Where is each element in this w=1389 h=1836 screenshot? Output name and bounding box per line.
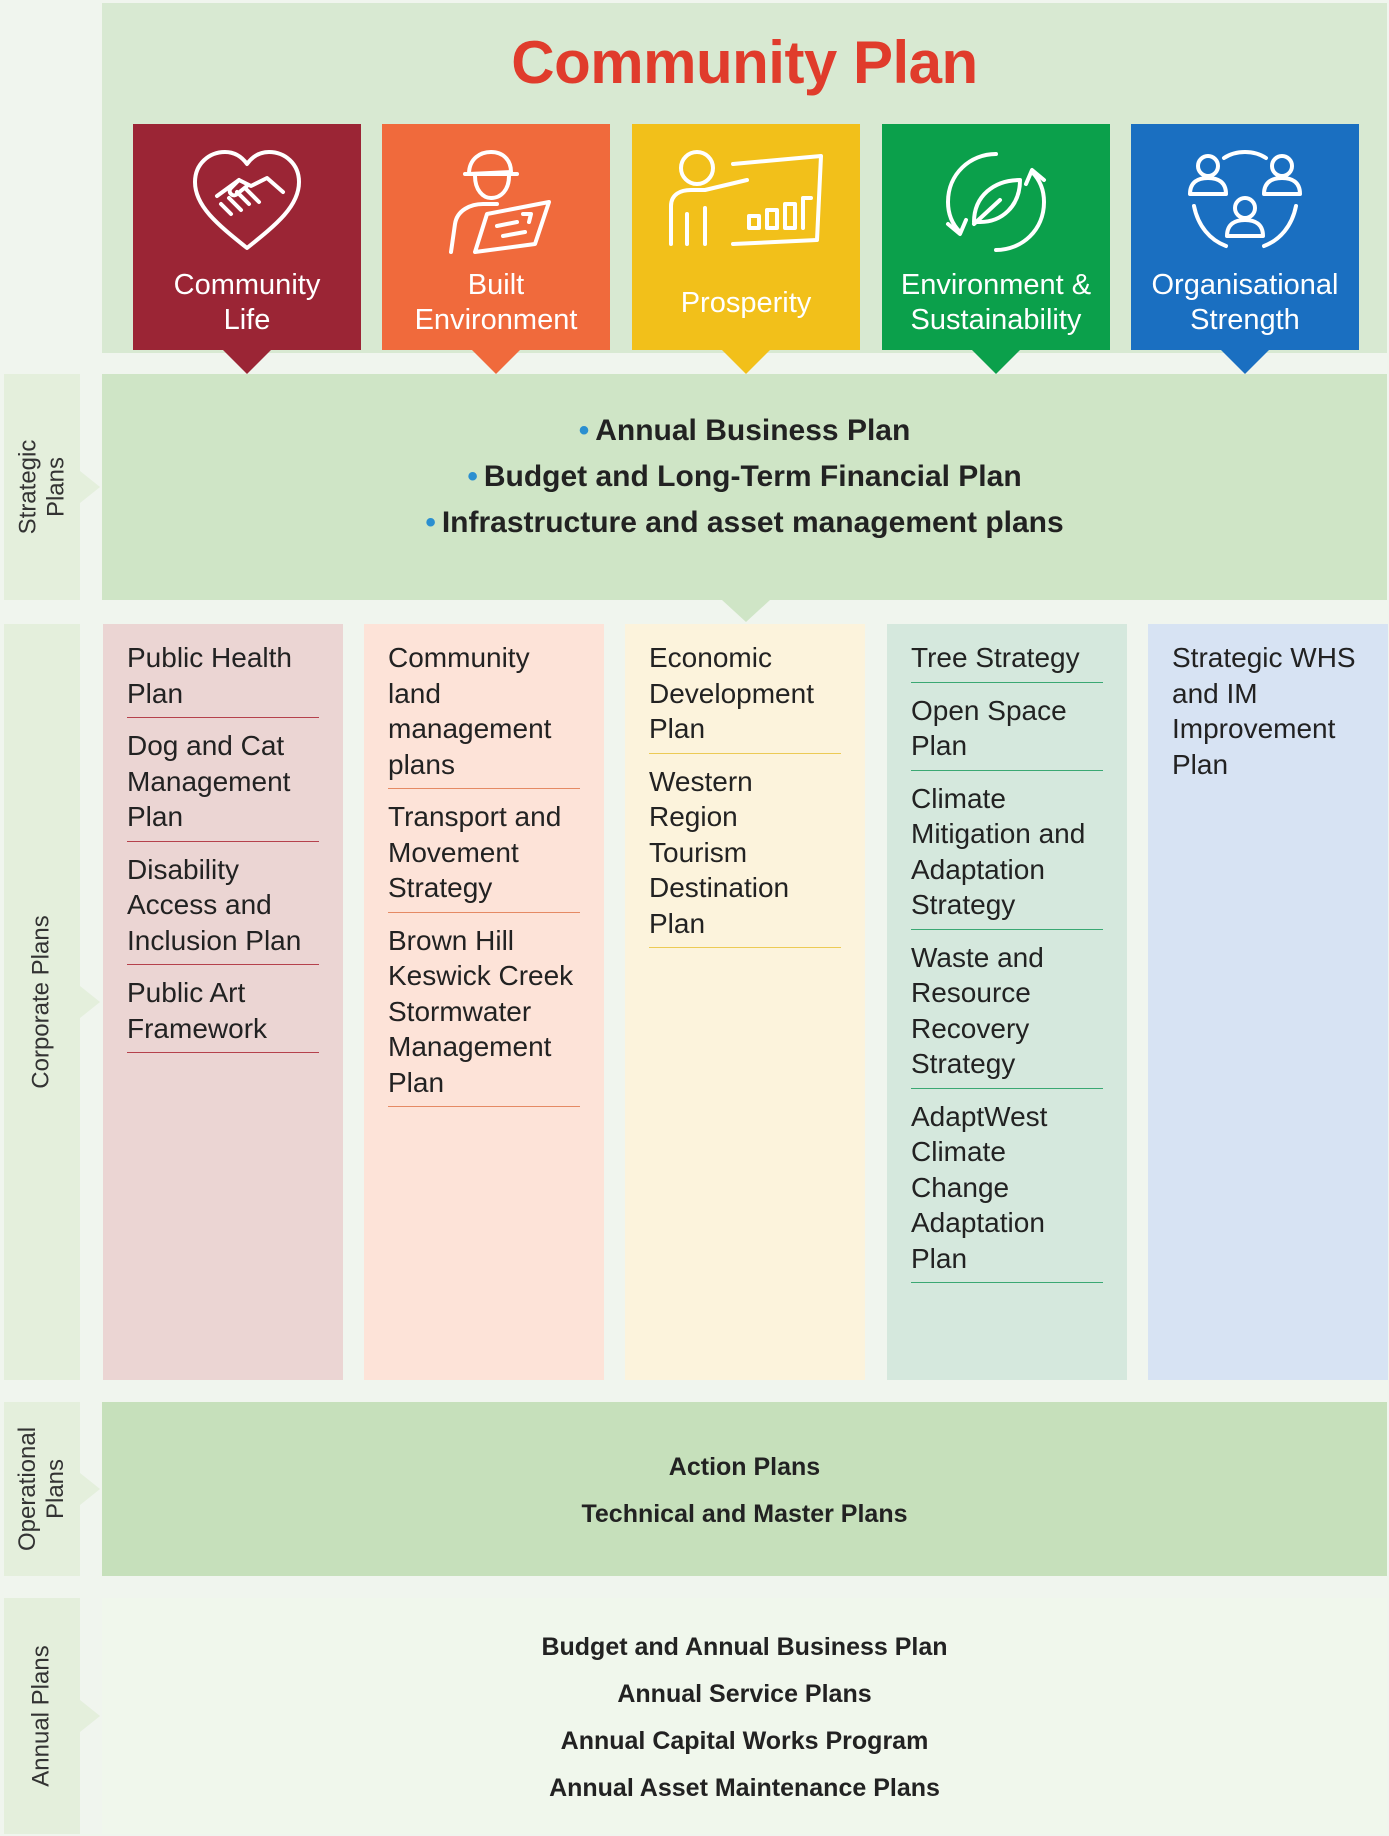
strategic-plans-pointer — [722, 600, 770, 622]
page-title: Community Plan — [511, 29, 978, 96]
pillar-organisational-strength: Organisational Strength — [1131, 124, 1359, 374]
annual-item: Annual Capital Works Program — [560, 1727, 929, 1755]
corporate-plan-item: Dog and Cat Management Plan — [127, 728, 319, 842]
pillar-pointer — [1221, 350, 1269, 374]
rail-arrow — [80, 1700, 100, 1732]
pillar-label: Environment & Sustainability — [900, 269, 1092, 336]
strategic-item-text: Infrastructure and asset management plan… — [441, 506, 1064, 539]
pillar-environment-sustainability: Environment & Sustainability — [882, 124, 1110, 374]
strategic-item: •Infrastructure and asset management pla… — [102, 500, 1387, 546]
strategic-item: •Budget and Long-Term Financial Plan — [102, 454, 1387, 500]
corporate-plan-item: Economic Development Plan — [649, 640, 841, 754]
annual-item: Annual Asset Maintenance Plans — [549, 1774, 940, 1802]
corporate-column-built-environment: Community land management plans Transpor… — [364, 624, 604, 1380]
pillar-built-environment: Built Environment — [382, 124, 610, 374]
pillar-label: Built Environment — [414, 269, 578, 336]
operational-item: Technical and Master Plans — [581, 1500, 908, 1528]
rail-label-corporate: Corporate Plans — [28, 915, 55, 1089]
pillar-label: Organisational Strength — [1151, 269, 1339, 336]
rail-label-operational: Operational Plans — [14, 1426, 70, 1552]
corporate-plan-item: Open Space Plan — [911, 693, 1103, 771]
pillar-label: Prosperity — [680, 286, 812, 319]
rail-annual: Annual Plans — [4, 1598, 100, 1834]
pillar-pointer — [972, 350, 1020, 374]
corporate-plan-item: Tree Strategy — [911, 640, 1103, 683]
pillar-pointer — [472, 350, 520, 374]
bullet-dot: • — [467, 460, 478, 493]
corporate-column-community-life: Public Health Plan Dog and Cat Managemen… — [103, 624, 343, 1380]
pillar-community-life: Community Life — [133, 124, 361, 374]
strategic-item: •Annual Business Plan — [102, 408, 1387, 454]
pillar-pointer — [722, 350, 770, 374]
annual-item: Annual Service Plans — [617, 1680, 872, 1708]
annual-plans-panel — [102, 1598, 1387, 1834]
bullet-dot: • — [425, 506, 436, 539]
corporate-plan-item: Community land management plans — [388, 640, 580, 789]
rail-label-strategic: Strategic Plans — [14, 439, 69, 535]
corporate-column-prosperity: Economic Development Plan Western Region… — [625, 624, 865, 1380]
pillar-label: Community Life — [173, 269, 321, 336]
strategic-item-text: Annual Business Plan — [595, 414, 911, 447]
annual-item: Budget and Annual Business Plan — [541, 1633, 948, 1661]
corporate-plan-item: Public Health Plan — [127, 640, 319, 718]
operational-plans-list: Action Plans Technical and Master Plans — [102, 1444, 1387, 1538]
worker-plans-icon — [382, 144, 610, 260]
presenter-chart-icon — [632, 144, 860, 260]
pillar-prosperity: Prosperity — [632, 124, 860, 374]
rail-corporate: Corporate Plans — [4, 624, 100, 1380]
corporate-plan-item: Disability Access and Inclusion Plan — [127, 852, 319, 965]
corporate-plan-item: AdaptWest Climate Change Adaptation Plan — [911, 1099, 1103, 1283]
rail-arrow — [80, 1473, 100, 1505]
operational-plans-panel — [102, 1402, 1387, 1576]
rail-arrow — [80, 471, 100, 503]
corporate-plan-item: Western Region Tourism Destination Plan — [649, 764, 841, 948]
pillar-pointer — [223, 350, 271, 374]
corporate-plan-item: Strategic WHS and IM Improvement Plan — [1172, 642, 1356, 780]
operational-item: Action Plans — [668, 1453, 821, 1481]
corporate-plan-item: Public Art Framework — [127, 975, 319, 1053]
strategic-plans-panel — [102, 374, 1387, 600]
rail-strategic: Strategic Plans — [4, 374, 100, 600]
corporate-plan-item: Waste and Resource Recovery Strategy — [911, 940, 1103, 1089]
strategic-item-text: Budget and Long-Term Financial Plan — [483, 460, 1022, 493]
bullet-dot: • — [578, 414, 590, 447]
corporate-plan-item: Transport and Movement Strategy — [388, 799, 580, 913]
corporate-plan-item: Brown Hill Keswick Creek Stormwater Mana… — [388, 923, 580, 1107]
people-network-icon — [1131, 144, 1359, 260]
rail-operational: Operational Plans — [4, 1402, 100, 1576]
annual-plans-list: Budget and Annual Business Plan Annual S… — [102, 1624, 1387, 1812]
leaf-cycle-icon — [882, 144, 1110, 260]
handshake-heart-icon — [133, 144, 361, 260]
corporate-column-environment: Tree Strategy Open Space Plan Climate Mi… — [887, 624, 1127, 1380]
strategic-plans-list: •Annual Business Plan •Budget and Long-T… — [102, 408, 1387, 546]
corporate-column-organisational: Strategic WHS and IM Improvement Plan — [1148, 624, 1388, 1380]
rail-label-annual: Annual Plans — [28, 1645, 55, 1787]
rail-arrow — [80, 986, 100, 1018]
corporate-plan-item: Climate Mitigation and Adaptation Strate… — [911, 781, 1103, 930]
